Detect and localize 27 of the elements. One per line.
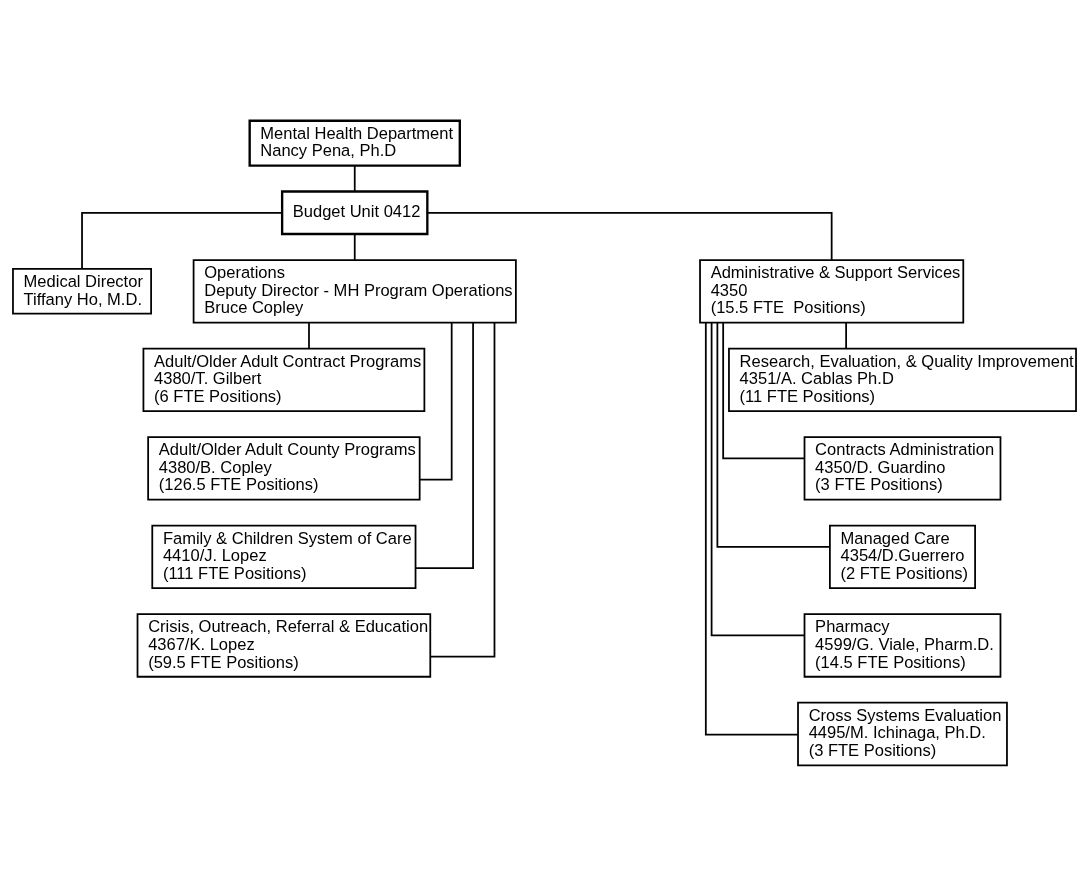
node-box: Crisis, Outreach, Referral & Education 4367/K. Lopez (59.5 FTE Positions) [136,613,432,678]
connector [81,211,283,270]
connector [426,211,833,261]
node-box: Pharmacy 4599/G. Viale, Pharm.D. (14.5 FTE Positions) [803,613,1002,678]
connector [704,321,799,736]
connector [308,321,310,350]
connector [710,321,806,637]
connector [845,321,847,350]
connector [414,322,474,569]
connector [353,165,356,192]
node-box: Adult/Older Adult County Programs 4380/B. Copley (126.5 FTE Positions) [147,436,421,501]
connector [353,233,356,261]
node-box: Managed Care 4354/D.Guerrero (2 FTE Positions) [829,524,976,590]
node-box: Research, Evaluation, & Quality Improvement 4351/A. Cablas Ph.D (11 FTE Positions) [728,347,1077,412]
connector [429,321,496,658]
connector [716,321,831,548]
node-box: Cross Systems Evaluation 4495/M. Ichinaga, Ph.D. (3 FTE Positions) [797,701,1008,767]
node-box: Budget Unit 0412 [280,190,429,236]
node-box: Mental Health Department Nancy Pena, Ph.D [248,119,461,167]
connector [722,321,806,460]
node-box: Operations Deputy Director - MH Program Operations Bruce Copley [192,259,517,324]
connector [418,321,453,481]
node-box: Adult/Older Adult Contract Programs 4380/T. Gilbert (6 FTE Positions) [142,347,426,412]
node-box: Family & Children System of Care 4410/J. Lopez (111 FTE Positions) [151,524,417,590]
node-box: Contracts Administration 4350/D. Guardino (3 FTE Positions) [803,436,1002,501]
node-box: Administrative & Support Services 4350 (15.5 FTE Positions) [699,259,965,324]
node-box: Medical Director Tiffany Ho, M.D. [12,268,152,315]
